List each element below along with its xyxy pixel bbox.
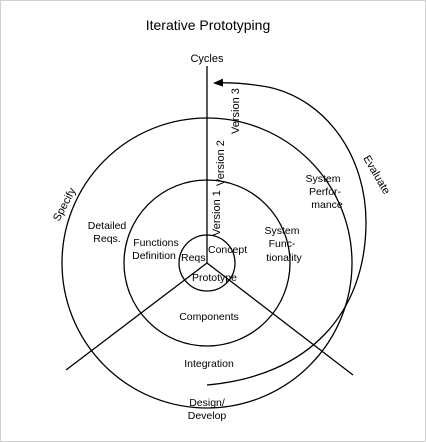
functions-definition-label-line2: Definition — [132, 250, 176, 262]
diagram-title: Iterative Prototyping — [146, 17, 271, 33]
system-functionality-label-line2: Func- — [269, 238, 296, 250]
design-develop-label-line1: Design/ — [189, 397, 225, 409]
system-performance-label-line1: System — [305, 173, 340, 185]
system-performance-label-line3: mance — [311, 199, 343, 211]
version-1-label: Version 1 — [211, 190, 223, 236]
version-2-label: Version 2 — [215, 140, 227, 186]
reqs-label: Reqs. — [181, 252, 208, 264]
detailed-reqs-label-line1: Detailed — [88, 220, 127, 232]
concept-label: Concept — [208, 244, 247, 256]
integration-label: Integration — [184, 358, 234, 370]
system-functionality-label-line3: tionality — [266, 252, 302, 264]
components-label: Components — [179, 311, 239, 323]
cycles-label: Cycles — [190, 53, 224, 65]
system-performance-label-line2: Perfor- — [309, 186, 342, 198]
functions-definition-label-line1: Functions — [133, 237, 179, 249]
version-3-label: Version 3 — [230, 88, 242, 134]
system-functionality-label-line1: System — [264, 225, 299, 237]
spiral-arrow — [206, 78, 367, 386]
evaluate-label: Evaluate — [360, 154, 392, 197]
design-develop-label-line2: Develop — [188, 410, 227, 422]
spoke-right — [206, 262, 354, 376]
detailed-reqs-label-line2: Reqs. — [93, 233, 120, 245]
spoke-left — [65, 262, 208, 371]
prototype-label: Prototype — [192, 272, 237, 284]
